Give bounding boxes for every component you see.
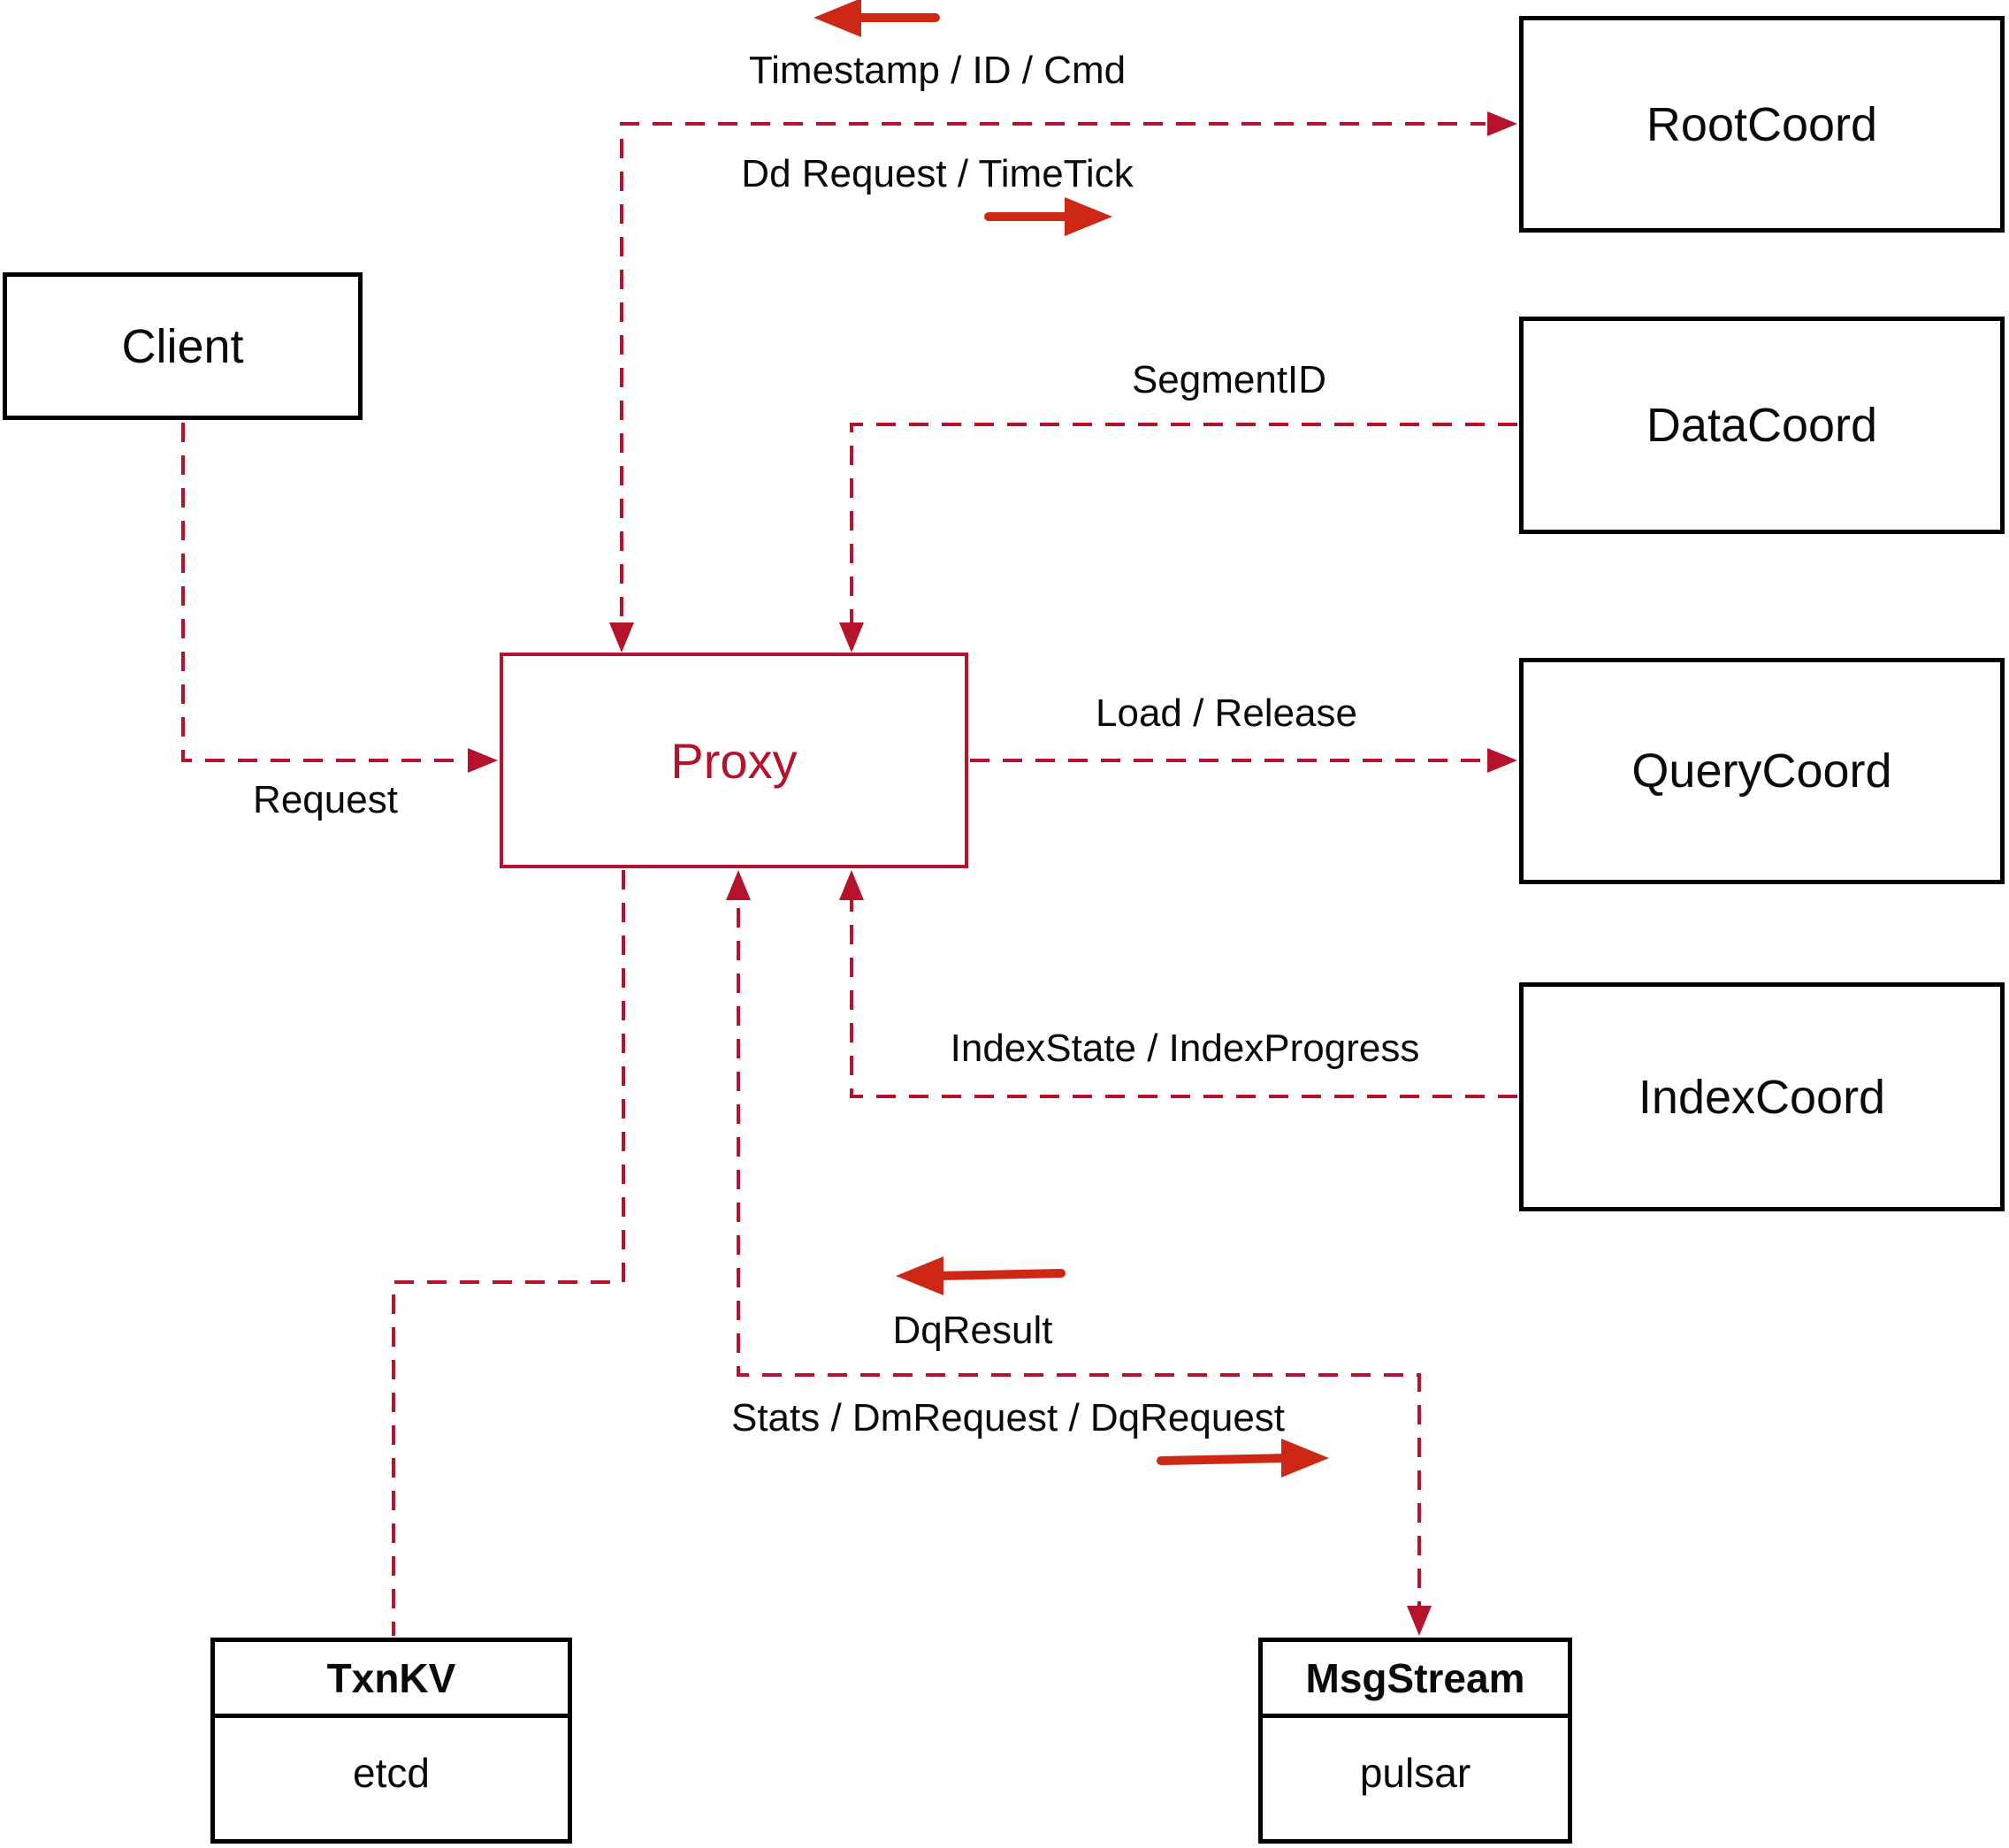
node-proxy-label: Proxy (670, 732, 798, 789)
edge-proxy-txnkv (392, 870, 625, 1636)
arrowhead-into-msgstream (1407, 1606, 1432, 1636)
edge-datacoord-proxy (850, 423, 1517, 649)
edge-label-request: Request (253, 778, 398, 821)
edge-indexcoord-proxy (850, 875, 1517, 1098)
edge-label-dd-request: Dd Request / TimeTick (741, 152, 1134, 195)
node-client-label: Client (121, 319, 244, 373)
edge-proxy-msgstream (737, 875, 1421, 1630)
edge-label-dq-result: DqResult (892, 1309, 1053, 1352)
node-indexcoord-label: IndexCoord (1638, 1070, 1886, 1124)
node-client: Client (3, 272, 363, 420)
node-txnkv: TxnKV etcd (210, 1638, 572, 1844)
node-txnkv-subtitle: etcd (353, 1749, 430, 1796)
node-txnkv-title: TxnKV (215, 1642, 568, 1718)
timestamp-left-direction-arrow-icon (814, 0, 940, 37)
node-msgstream-title: MsgStream (1263, 1642, 1568, 1718)
node-msgstream: MsgStream pulsar (1258, 1638, 1572, 1844)
dd-request-right-direction-arrow-icon (984, 197, 1112, 236)
edge-label-segment-id: SegmentID (1131, 358, 1327, 401)
node-indexcoord: IndexCoord (1519, 982, 2005, 1211)
node-querycoord-label: QueryCoord (1631, 745, 1892, 798)
arrowhead-into-proxy-top-left (609, 622, 634, 653)
node-rootcoord-label: RootCoord (1646, 97, 1878, 151)
node-proxy: Proxy (500, 653, 968, 868)
stats-right-direction-arrow-icon (1157, 1439, 1329, 1478)
arrowhead-into-proxy-bottom-center (726, 870, 751, 900)
dq-result-left-direction-arrow-icon (896, 1256, 1066, 1295)
arrowhead-into-proxy-bottom-right (839, 870, 864, 900)
arrowhead-into-querycoord (1487, 748, 1517, 773)
node-datacoord: DataCoord (1519, 317, 2005, 534)
edge-client-proxy (181, 423, 467, 762)
node-querycoord: QueryCoord (1519, 658, 2005, 884)
arrowhead-into-rootcoord (1487, 111, 1517, 136)
edge-label-load-release: Load / Release (1096, 691, 1357, 735)
arrowhead-into-proxy-left (468, 748, 498, 773)
edge-label-timestamp: Timestamp / ID / Cmd (748, 49, 1127, 92)
node-rootcoord: RootCoord (1519, 16, 2005, 233)
edge-label-index-state: IndexState / IndexProgress (950, 1027, 1420, 1070)
node-datacoord-label: DataCoord (1646, 399, 1878, 452)
arrowhead-into-proxy-top-right (839, 622, 864, 653)
node-msgstream-subtitle: pulsar (1359, 1749, 1471, 1796)
edge-proxy-rootcoord (620, 122, 1486, 649)
edge-label-stats: Stats / DmRequest / DqRequest (730, 1396, 1286, 1439)
